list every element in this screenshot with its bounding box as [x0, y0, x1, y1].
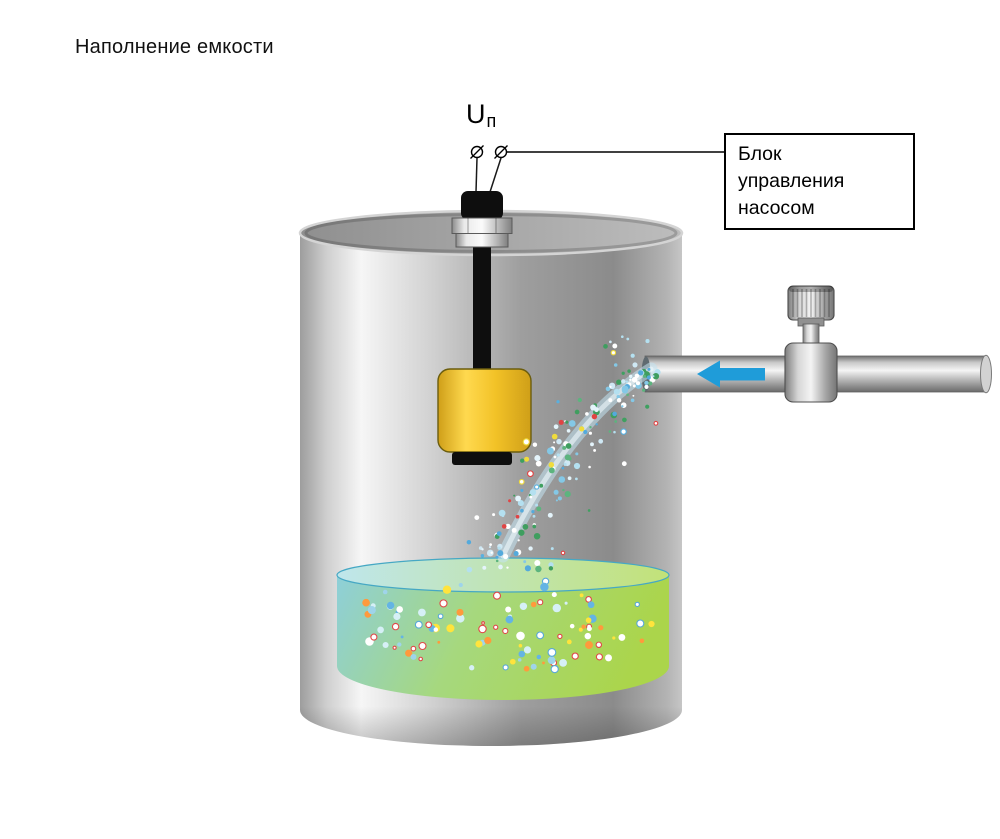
terminal-left-icon — [470, 145, 484, 159]
control-box-line-1: Блок — [738, 143, 782, 165]
water-spray-drops — [466, 335, 661, 573]
valve — [784, 285, 838, 403]
pipe-end-cap — [980, 354, 992, 394]
sensor-wire-right — [489, 157, 502, 193]
power-supply-label: Uп — [466, 99, 497, 131]
water-spray — [466, 335, 661, 573]
inlet-pipe — [641, 285, 992, 403]
rod-stopper — [452, 452, 512, 465]
liquid-bubbles — [362, 577, 655, 674]
valve-handle — [787, 285, 835, 321]
wiring — [470, 145, 726, 159]
liquid — [336, 557, 670, 700]
liquid-body — [337, 575, 669, 700]
sensor-wire-left — [475, 157, 478, 193]
power-symbol: U — [466, 99, 486, 129]
float-switch — [437, 157, 532, 465]
sensor-cap — [461, 191, 503, 220]
liquid-surface — [336, 557, 670, 593]
power-subscript: п — [486, 111, 497, 131]
diagram-title: Наполнение емкости — [75, 36, 274, 58]
control-box-line-3: насосом — [738, 197, 815, 219]
terminal-right-icon — [494, 145, 508, 159]
float-body — [437, 368, 532, 453]
valve-body — [784, 342, 838, 403]
flow-arrow-icon — [697, 360, 765, 388]
mounting-nut — [451, 217, 513, 248]
control-box: Блок управления насосом — [724, 133, 915, 230]
control-box-line-2: управления — [738, 170, 845, 192]
